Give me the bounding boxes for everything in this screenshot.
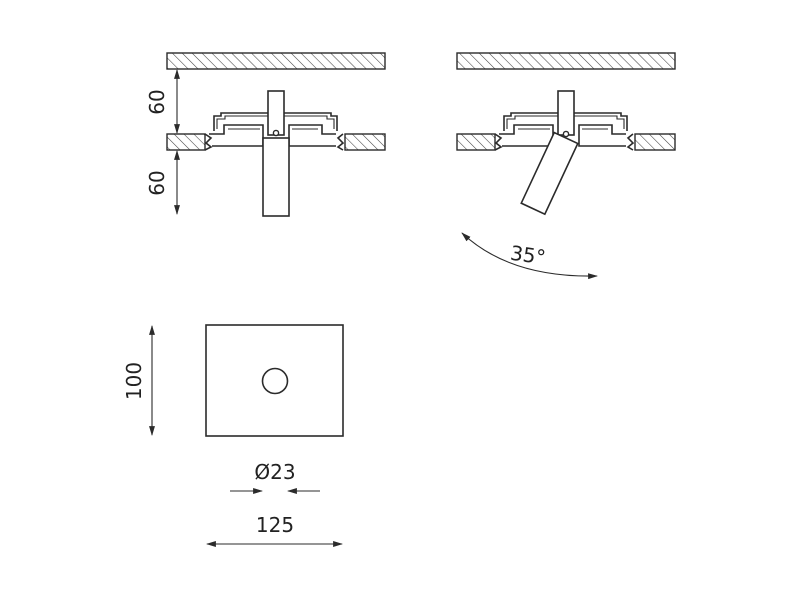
- tilted-view: 35°: [456, 52, 676, 280]
- ceiling-slab: [166, 52, 386, 70]
- spotlight-tilted: [520, 90, 579, 216]
- recessed-housing-tilted: [494, 112, 635, 151]
- lamp-body: [262, 137, 290, 217]
- label-height: 100: [122, 362, 146, 400]
- bottom-view: 100 Ø23 125: [122, 324, 344, 547]
- label-depth-above: 60: [145, 89, 169, 114]
- ceiling-panel-right: [344, 133, 386, 151]
- ceiling-slab-tilted: [456, 52, 676, 70]
- mount-stem: [267, 90, 285, 136]
- ceiling-panel-left-tilted: [456, 133, 496, 151]
- lamp-body-tilted: [520, 131, 579, 216]
- spotlight-straight: [262, 90, 290, 217]
- pivot-joint-tilted: [562, 130, 570, 138]
- label-depth-below: 60: [145, 170, 169, 195]
- lamp-aperture: [261, 367, 289, 395]
- label-width: 125: [256, 513, 294, 537]
- label-tilt-angle: 35°: [509, 241, 547, 270]
- ceiling-panel-right-tilted: [634, 133, 676, 151]
- front-view: 60 60: [145, 52, 386, 217]
- label-hole-diameter: Ø23: [254, 460, 295, 484]
- ceiling-panel-left: [166, 133, 206, 151]
- angle-arc: [461, 232, 598, 280]
- mount-stem-tilted: [557, 90, 575, 136]
- pivot-joint: [272, 129, 280, 137]
